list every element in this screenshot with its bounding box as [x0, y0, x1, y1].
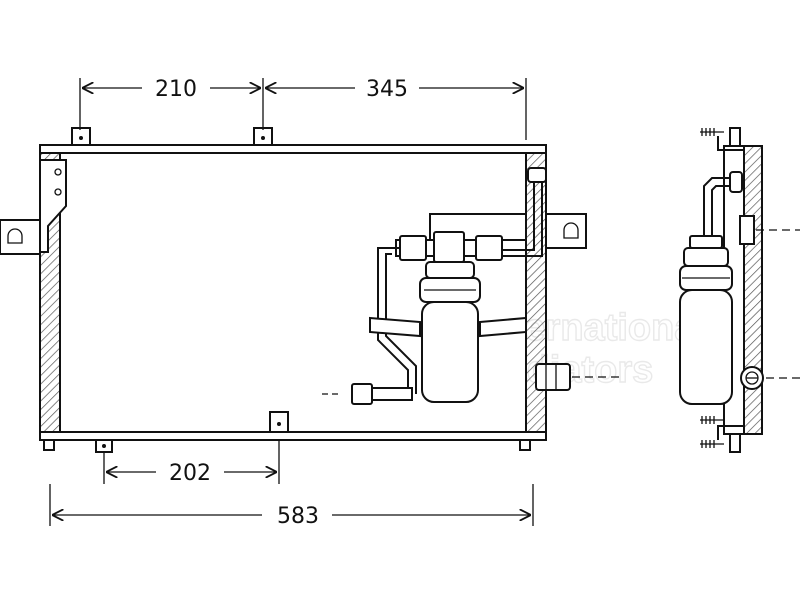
dimension-label-top-right: 345 [366, 77, 408, 102]
condenser-side-view [679, 127, 800, 453]
receiver-drier-assembly [322, 167, 624, 405]
dimension-bottom-overall: 583 [49, 484, 534, 529]
dimension-bottom-inner: 202 [103, 440, 280, 486]
dimension-top-right: 345 [265, 74, 527, 140]
condenser-core [0, 127, 587, 453]
dimension-label-top-left: 210 [155, 77, 197, 102]
dimension-label-bottom-inner: 202 [169, 461, 211, 486]
dimension-label-bottom-overall: 583 [277, 504, 319, 529]
dimension-top-left: 210 [79, 74, 264, 130]
